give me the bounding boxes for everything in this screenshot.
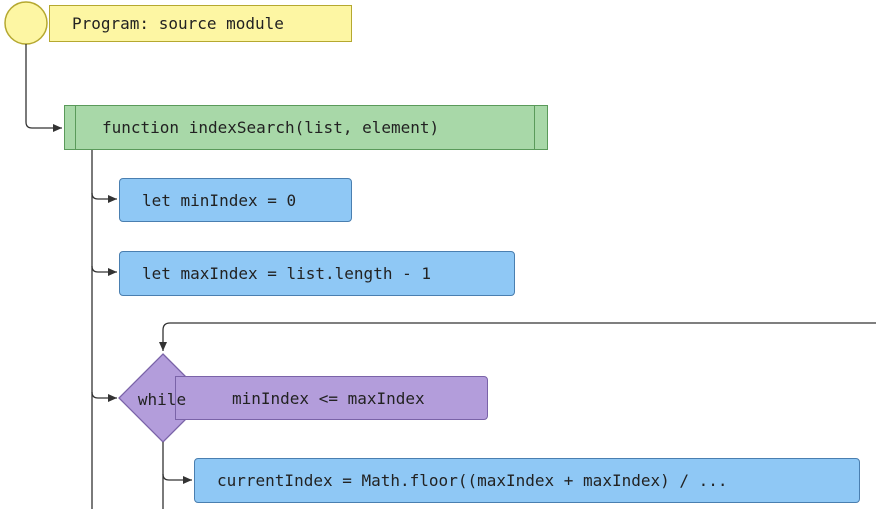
connector-to-while bbox=[91, 391, 117, 402]
connector-to-max-index bbox=[91, 265, 117, 276]
function-left-bar bbox=[75, 106, 76, 149]
while-condition-node[interactable]: minIndex <= maxIndex bbox=[175, 376, 488, 420]
current-index-node[interactable]: currentIndex = Math.floor((maxIndex + ma… bbox=[194, 458, 860, 503]
while-keyword-label: while bbox=[137, 389, 187, 409]
function-right-bar bbox=[534, 106, 535, 149]
current-index-label: currentIndex = Math.floor((maxIndex + ma… bbox=[217, 471, 728, 490]
program-label: Program: source module bbox=[72, 14, 284, 33]
connector-loop-back bbox=[159, 322, 876, 351]
while-condition-label: minIndex <= maxIndex bbox=[232, 388, 425, 408]
max-index-node[interactable]: let maxIndex = list.length - 1 bbox=[119, 251, 515, 296]
max-index-label: let maxIndex = list.length - 1 bbox=[142, 264, 431, 283]
min-index-node[interactable]: let minIndex = 0 bbox=[119, 178, 352, 222]
min-index-label: let minIndex = 0 bbox=[142, 190, 297, 210]
function-node[interactable]: function indexSearch(list, element) bbox=[64, 105, 548, 150]
connector-to-min-index bbox=[91, 192, 117, 203]
function-label: function indexSearch(list, element) bbox=[102, 118, 440, 137]
connector-to-current-index bbox=[162, 473, 192, 484]
program-node[interactable]: Program: source module bbox=[49, 5, 352, 42]
connector-program-function bbox=[25, 44, 62, 132]
start-circle bbox=[4, 1, 48, 45]
